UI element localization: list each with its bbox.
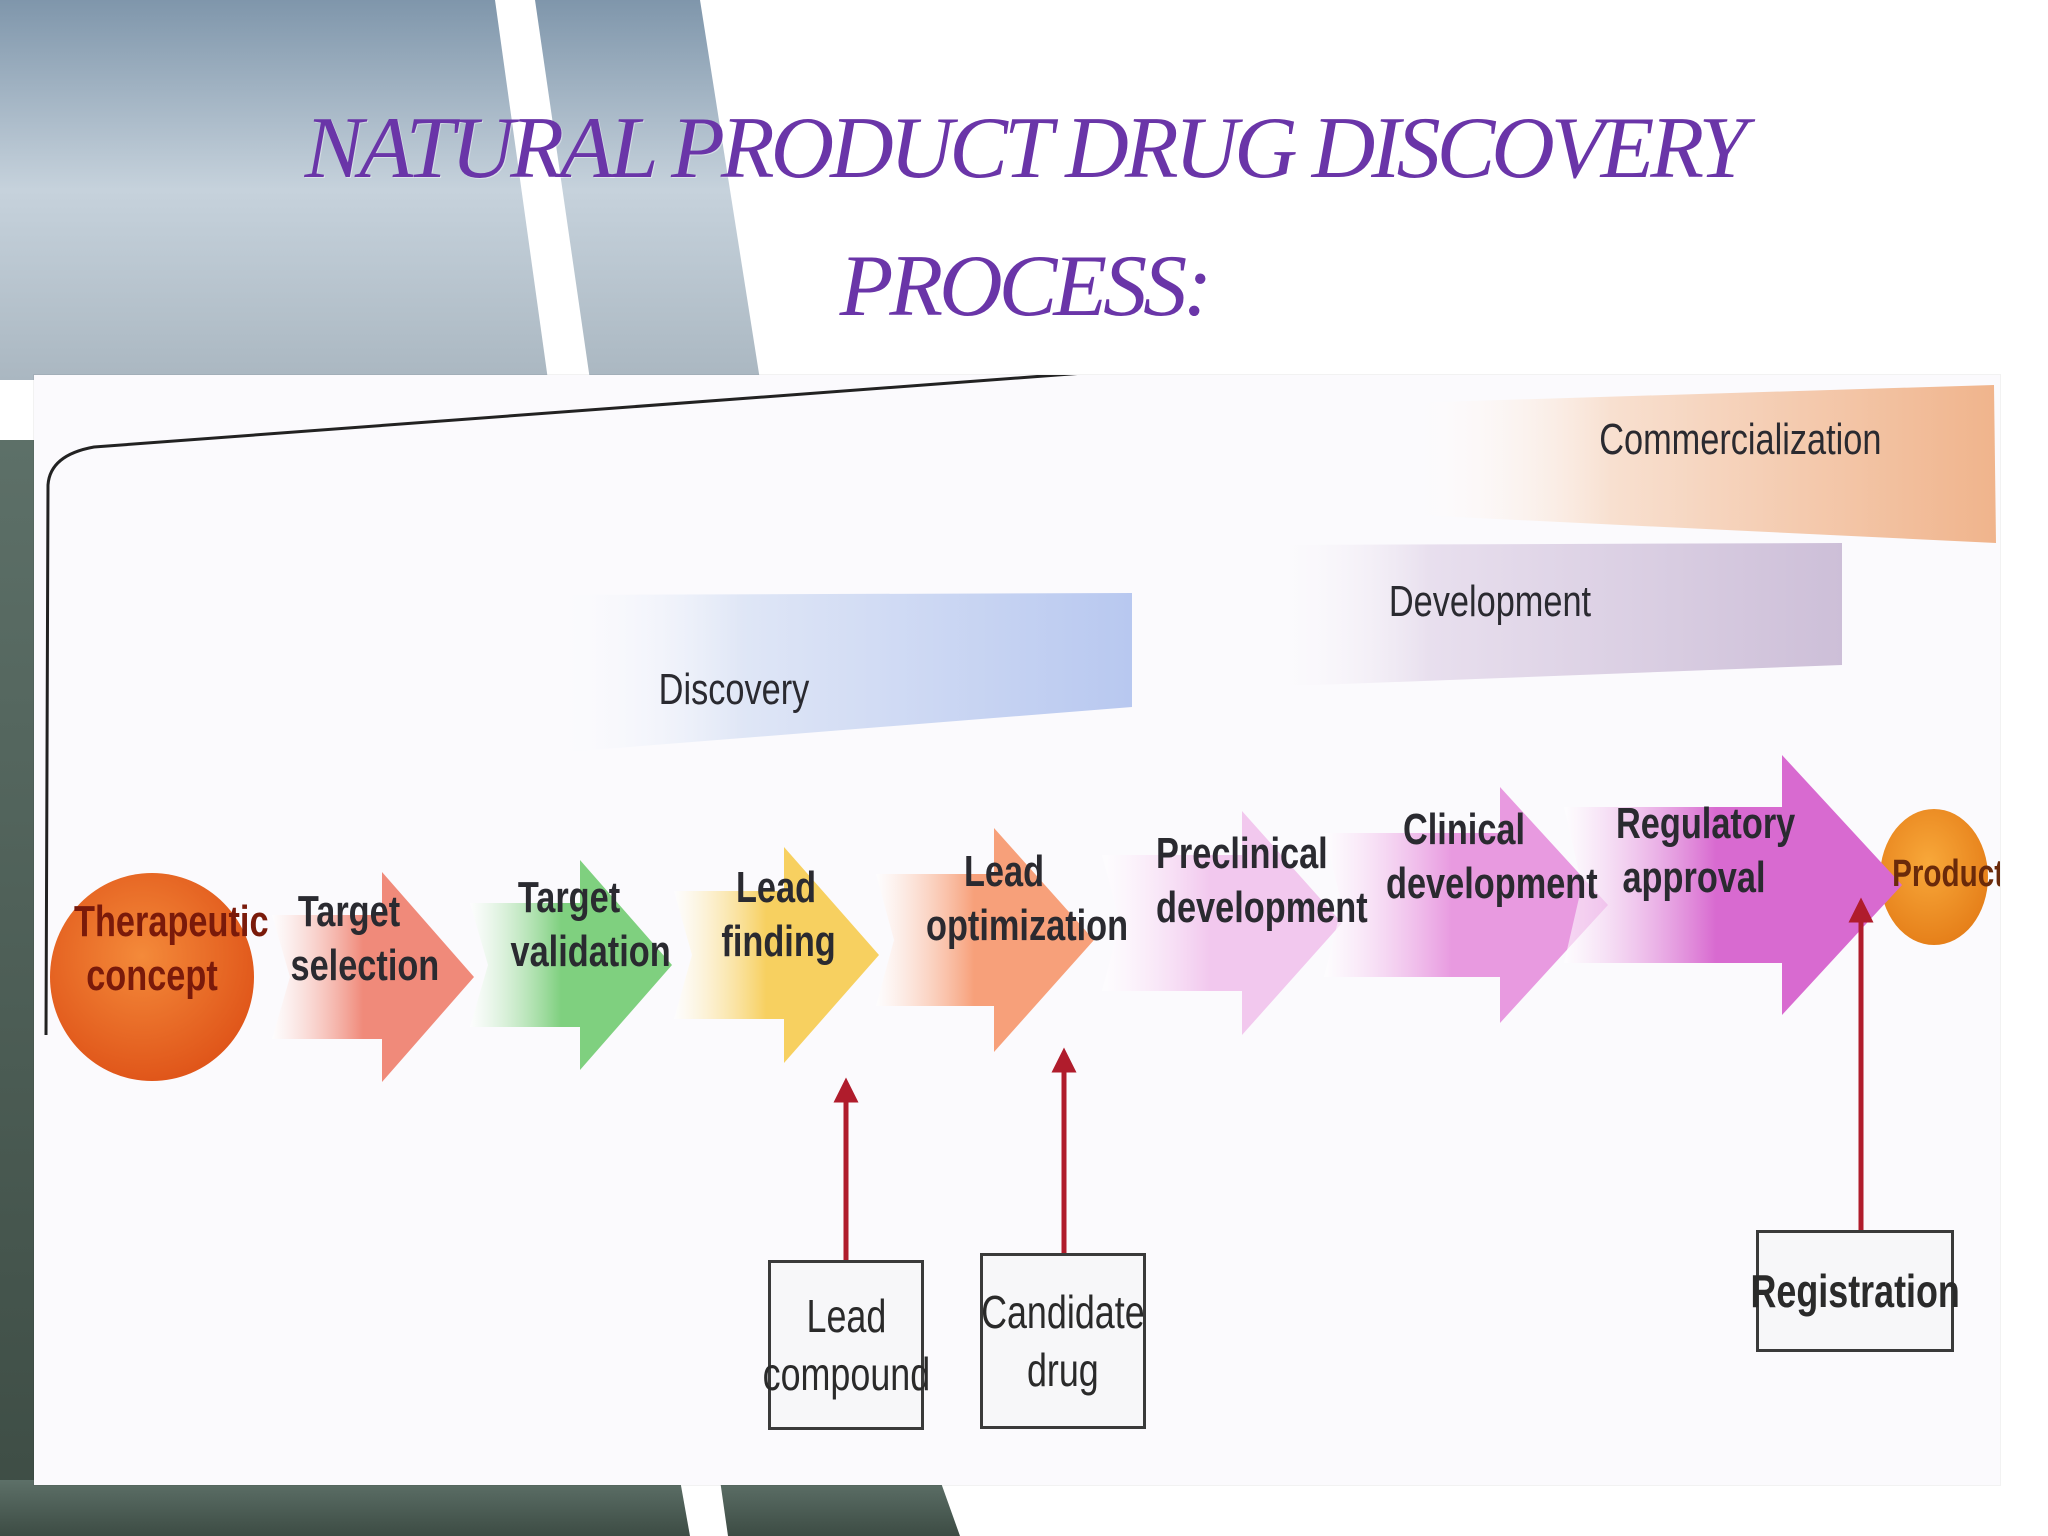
step-label-preclinical-development: Preclinical development: [1156, 827, 1368, 935]
step-label-clinical-development: Clinical development: [1386, 803, 1598, 911]
step-label-line1: Lead: [735, 863, 817, 912]
step-label-regulatory-approval: Regulatory approval: [1616, 797, 1796, 905]
candidate-drug-box: Candidate drug: [980, 1253, 1146, 1429]
arrow-regulatory-approval: [1564, 755, 1902, 1015]
lead-compound-box: Lead compound: [762, 1260, 930, 1430]
arrow-target-selection: [272, 872, 474, 1082]
therapeutic-concept-node: [50, 873, 254, 1081]
box-line1: Registration: [1750, 1265, 1960, 1317]
step-label-line2: development: [1386, 859, 1598, 908]
step-label-lead-optimization: Lead optimization: [926, 845, 1129, 953]
arrow-target-validation: [470, 860, 672, 1070]
slide-title: NATURAL PRODUCT DRUG DISCOVERY PROCESS:: [0, 80, 2048, 356]
process-diagram: Discovery Development Commercialization …: [34, 375, 2000, 1485]
arrow-clinical-development: [1324, 787, 1608, 1023]
box-line1: Lead: [806, 1290, 886, 1342]
step-label-line2: approval: [1622, 853, 1766, 902]
step-label-target-validation: Target validation: [510, 871, 671, 979]
therapeutic-concept-line1: Therapeutic: [74, 897, 269, 946]
step-label-line1: Target: [297, 887, 401, 936]
registration-box: Registration: [1750, 1230, 1960, 1352]
product-node: [1880, 809, 1988, 945]
step-label-line1: Target: [517, 873, 621, 922]
process-arrows: [272, 755, 1902, 1082]
step-label-line1: Preclinical: [1156, 829, 1328, 878]
step-label-lead-finding: Lead finding: [721, 861, 836, 969]
step-label-line1: Regulatory: [1616, 799, 1796, 848]
slide-title-line1: NATURAL PRODUCT DRUG DISCOVERY: [304, 100, 1748, 197]
therapeutic-concept-line2: concept: [86, 951, 218, 1000]
box-line2: compound: [762, 1348, 930, 1400]
slide-title-line2: PROCESS:: [839, 238, 1213, 335]
step-label-line1: Clinical: [1402, 805, 1526, 854]
discovery-band: [534, 593, 1132, 753]
step-label-line2: optimization: [926, 901, 1129, 950]
therapeutic-concept-label: Therapeutic concept: [74, 895, 269, 1003]
development-band: [1254, 543, 1842, 687]
step-label-line1: Lead: [963, 847, 1045, 896]
step-label-target-selection: Target selection: [290, 885, 440, 993]
commercialization-label: Commercialization: [1599, 415, 1882, 464]
product-label: Product: [1892, 853, 2000, 895]
arrow-preclinical-development: [1102, 811, 1342, 1035]
commercialization-band: [1404, 385, 1996, 543]
diagram-graphics: [44, 375, 1996, 1260]
box-line1: Candidate: [981, 1286, 1145, 1338]
step-label-line2: development: [1156, 883, 1368, 932]
arrow-lead-optimization: [876, 828, 1094, 1052]
step-label-line2: selection: [290, 941, 440, 990]
arrow-lead-finding: [674, 847, 879, 1063]
step-label-line2: finding: [721, 917, 836, 966]
box-line2: drug: [1027, 1344, 1099, 1396]
bracket-line: [44, 375, 1078, 1036]
discovery-label: Discovery: [658, 665, 810, 714]
development-label: Development: [1388, 577, 1592, 626]
step-label-line2: validation: [510, 927, 671, 976]
